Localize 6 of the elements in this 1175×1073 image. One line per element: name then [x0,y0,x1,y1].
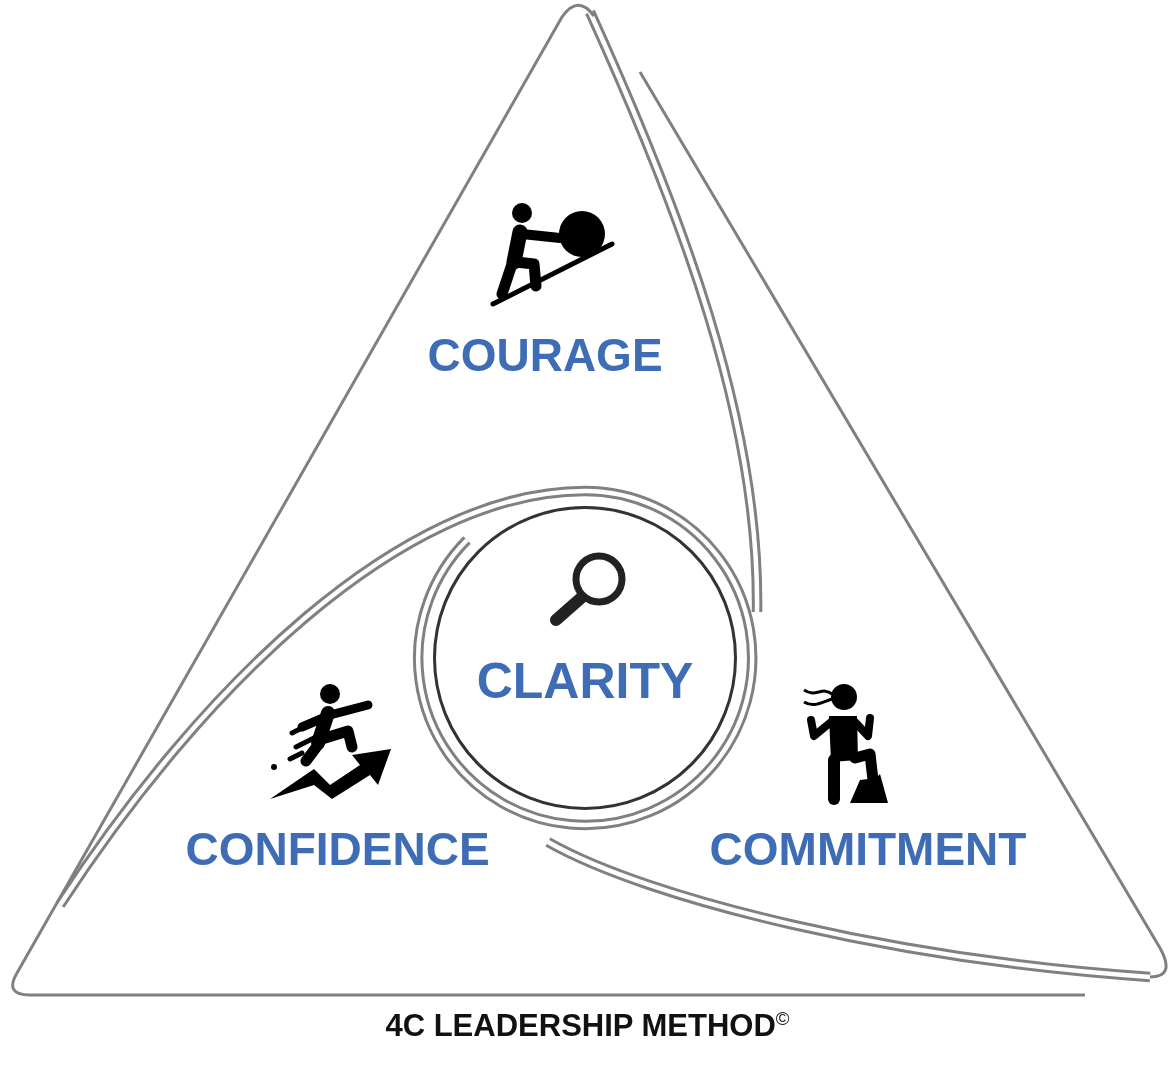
center-label: CLARITY [476,656,694,706]
region-label: COMMITMENT [709,826,1027,872]
caption: 4C LEADERSHIP METHOD$^{©}$ [385,1010,790,1041]
region-label: COURAGE [427,332,663,378]
region-label: CONFIDENCE [185,826,490,872]
center-circle [433,506,737,810]
